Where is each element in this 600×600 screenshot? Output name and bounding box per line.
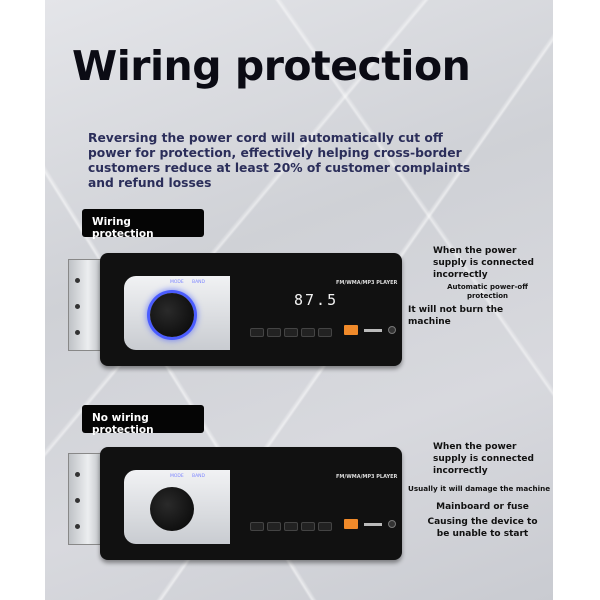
- description: Reversing the power cord will automatica…: [88, 131, 471, 190]
- mode-label: MODE: [170, 474, 184, 479]
- car-stereo-unprotected: MODE BAND FM/WMA/MP3 PLAYER: [66, 447, 406, 565]
- section-tag-no-wiring-protection: No wiring protection: [82, 405, 204, 436]
- page-title: Wiring protection: [72, 42, 471, 90]
- usb-port: [344, 519, 358, 529]
- note-damage: Mainboard or fuse: [436, 502, 529, 512]
- note-result: Automatic power-off protection: [447, 283, 528, 300]
- note-outcome: It will not burn the machine: [408, 305, 504, 327]
- note-condition: When the power supply is connected incor…: [433, 246, 534, 280]
- note-result: Usually it will damage the machine: [408, 484, 551, 493]
- usb-port: [344, 325, 358, 335]
- volume-knob: [150, 293, 194, 337]
- band-label: BAND: [192, 474, 205, 479]
- mode-label: MODE: [170, 280, 184, 285]
- band-label: BAND: [192, 280, 205, 285]
- brand-label: FM/WMA/MP3 PLAYER: [336, 474, 398, 480]
- car-stereo-protected: MODE BAND FM/WMA/MP3 PLAYER 87.5: [66, 253, 406, 371]
- note-condition: When the power supply is connected incor…: [433, 442, 534, 476]
- lcd-display: 87.5: [294, 291, 339, 309]
- volume-knob: [150, 487, 194, 531]
- section-tag-wiring-protection: Wiring protection: [82, 209, 204, 240]
- note-outcome: Causing the device to be unable to start: [427, 517, 538, 539]
- brand-label: FM/WMA/MP3 PLAYER: [336, 280, 398, 286]
